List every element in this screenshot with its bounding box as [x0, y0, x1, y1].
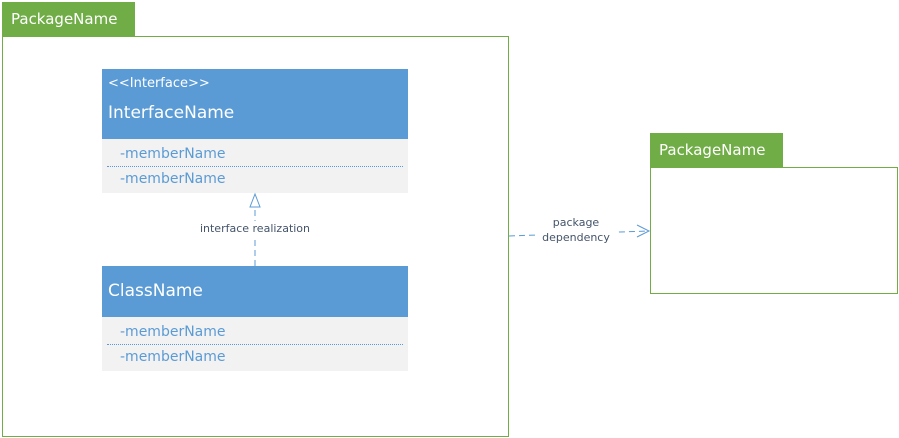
class-member-1: -memberName	[120, 324, 226, 340]
package-tab-left[interactable]: PackageName	[2, 2, 135, 36]
interface-header: <<Interface>> InterfaceName	[102, 69, 408, 139]
class-header: ClassName	[102, 266, 408, 317]
dependency-label-line-1: package	[552, 216, 600, 229]
interface-members: -memberName -memberName	[102, 139, 408, 193]
interface-box[interactable]: <<Interface>> InterfaceName -memberName …	[102, 69, 408, 193]
class-member-2: -memberName	[120, 349, 226, 365]
package-tab-right[interactable]: PackageName	[650, 133, 783, 167]
package-body-right[interactable]	[650, 167, 898, 294]
class-members: -memberName -memberName	[102, 317, 408, 371]
dependency-arrowhead	[636, 224, 651, 238]
package-name-right: PackageName	[659, 140, 766, 159]
interface-member-divider	[107, 166, 403, 167]
class-box[interactable]: ClassName -memberName -memberName	[102, 266, 408, 371]
class-name: ClassName	[108, 281, 203, 301]
dependency-label: package dependency	[537, 215, 615, 245]
realization-connector[interactable]	[249, 192, 261, 266]
realization-arrowhead	[249, 192, 261, 208]
interface-stereotype: <<Interface>>	[108, 76, 210, 91]
package-name-left: PackageName	[11, 9, 118, 28]
dependency-label-line-2: dependency	[542, 231, 610, 244]
realization-label: interface realization	[196, 221, 314, 236]
dependency-line	[508, 230, 649, 237]
interface-member-1: -memberName	[120, 146, 226, 162]
class-member-divider	[107, 344, 403, 345]
interface-member-2: -memberName	[120, 171, 226, 187]
dependency-connector[interactable]	[508, 224, 651, 238]
interface-name: InterfaceName	[108, 103, 235, 123]
